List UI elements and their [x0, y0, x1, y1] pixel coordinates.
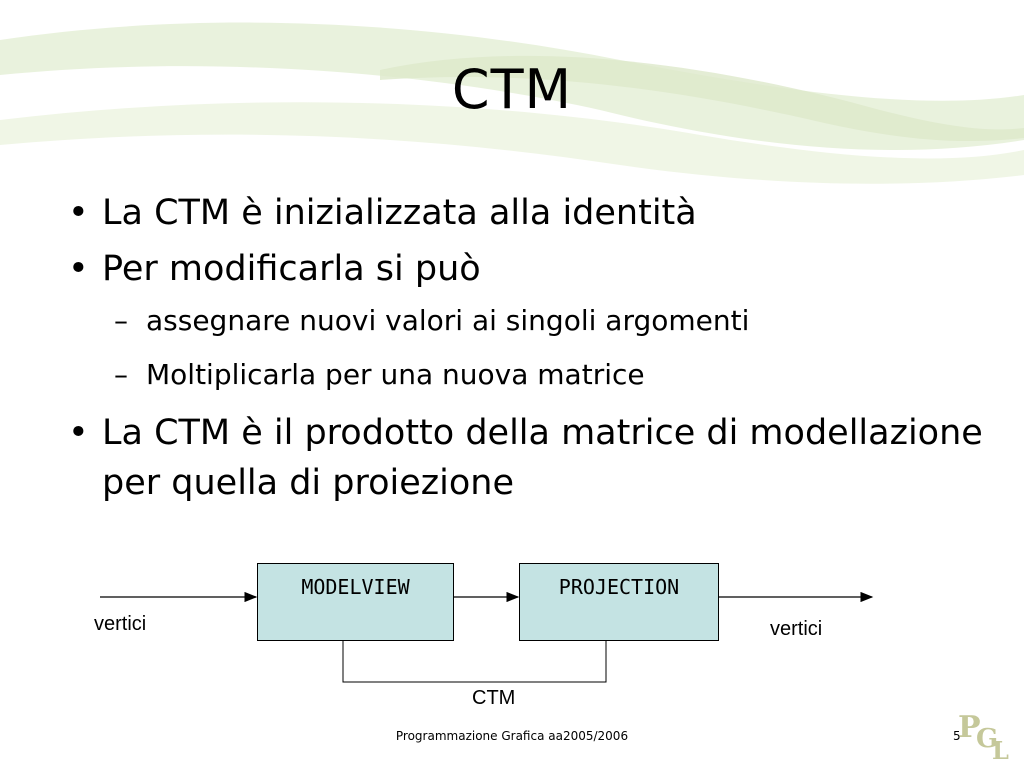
- bullet-text: Per modificarla si può: [102, 249, 481, 289]
- ctm-bracket: [342, 640, 607, 683]
- bullet-text: La CTM è il prodotto della matrice di mo…: [102, 413, 983, 503]
- slide-title: CTM: [451, 58, 573, 121]
- sub-bullet-text: Moltiplicarla per una nuova matrice: [146, 358, 645, 391]
- ctm-pipeline-diagram: MODELVIEW PROJECTION vertici vertici CTM: [0, 555, 1024, 730]
- bullet-item: • Per modificarla si può: [68, 244, 998, 294]
- logo-letter-l: L: [992, 736, 1009, 765]
- pgl-logo: P G L: [954, 710, 1014, 765]
- projection-box: PROJECTION: [519, 563, 719, 641]
- bullet-item: • La CTM è il prodotto della matrice di …: [68, 408, 998, 508]
- sub-bullet-item: – assegnare nuovi valori ai singoli argo…: [68, 300, 998, 342]
- logo-letter-g: G: [976, 724, 999, 754]
- ctm-label: CTM: [472, 687, 516, 709]
- sub-bullet-text: assegnare nuovi valori ai singoli argome…: [146, 304, 750, 337]
- input-label: vertici: [94, 613, 147, 635]
- sub-bullet-item: – Moltiplicarla per una nuova matrice: [68, 354, 998, 396]
- sub-bullet-marker: –: [114, 304, 128, 337]
- footer-text: Programmazione Grafica aa2005/2006: [395, 729, 629, 743]
- bullet-marker: •: [68, 193, 89, 233]
- logo-letter-p: P: [958, 710, 981, 745]
- decorative-swoosh-background: [0, 22, 1024, 184]
- page-number: 5: [953, 729, 961, 743]
- modelview-box: MODELVIEW: [257, 563, 454, 641]
- modelview-label: MODELVIEW: [301, 575, 410, 599]
- bullet-text: La CTM è inizializzata alla identità: [102, 193, 697, 233]
- bullet-list: • La CTM è inizializzata alla identità •…: [68, 188, 998, 514]
- output-label: vertici: [770, 618, 823, 640]
- diagram-connectors: [100, 591, 874, 683]
- sub-bullet-marker: –: [114, 358, 128, 391]
- bullet-marker: •: [68, 413, 89, 453]
- bullet-marker: •: [68, 249, 89, 289]
- bullet-item: • La CTM è inizializzata alla identità: [68, 188, 998, 238]
- projection-label: PROJECTION: [558, 575, 680, 599]
